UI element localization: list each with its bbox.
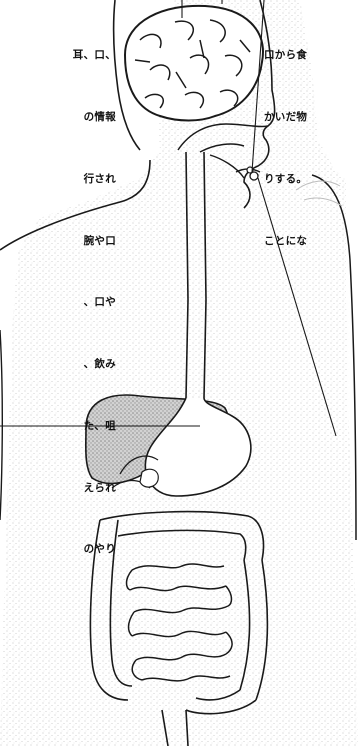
right-text-block: 口から食 かいだ物 りする。 ことにな xyxy=(264,4,358,292)
left-text-line-4: 腕や口 xyxy=(4,231,116,252)
left-text-line-8: えられ xyxy=(4,478,116,499)
right-text-line-2: かいだ物 xyxy=(264,107,358,128)
left-text-line-1: 耳、口、 xyxy=(4,45,116,66)
left-text-line-7: た、咀 xyxy=(4,416,116,437)
right-text-line-1: 口から食 xyxy=(264,45,358,66)
right-text-line-3: りする。 xyxy=(264,169,358,190)
left-text-line-6: 、飲み xyxy=(4,354,116,375)
left-text-line-3: 行され xyxy=(4,169,116,190)
left-text-line-9: のやり xyxy=(4,539,116,560)
left-text-block: 耳、口、 の情報 行され 腕や口 、口や 、飲み た、咀 えられ のやり xyxy=(4,4,116,601)
left-text-line-5: 、口や xyxy=(4,292,116,313)
gallbladder xyxy=(140,469,158,487)
left-text-line-2: の情報 xyxy=(4,107,116,128)
right-text-line-4: ことにな xyxy=(264,231,358,252)
